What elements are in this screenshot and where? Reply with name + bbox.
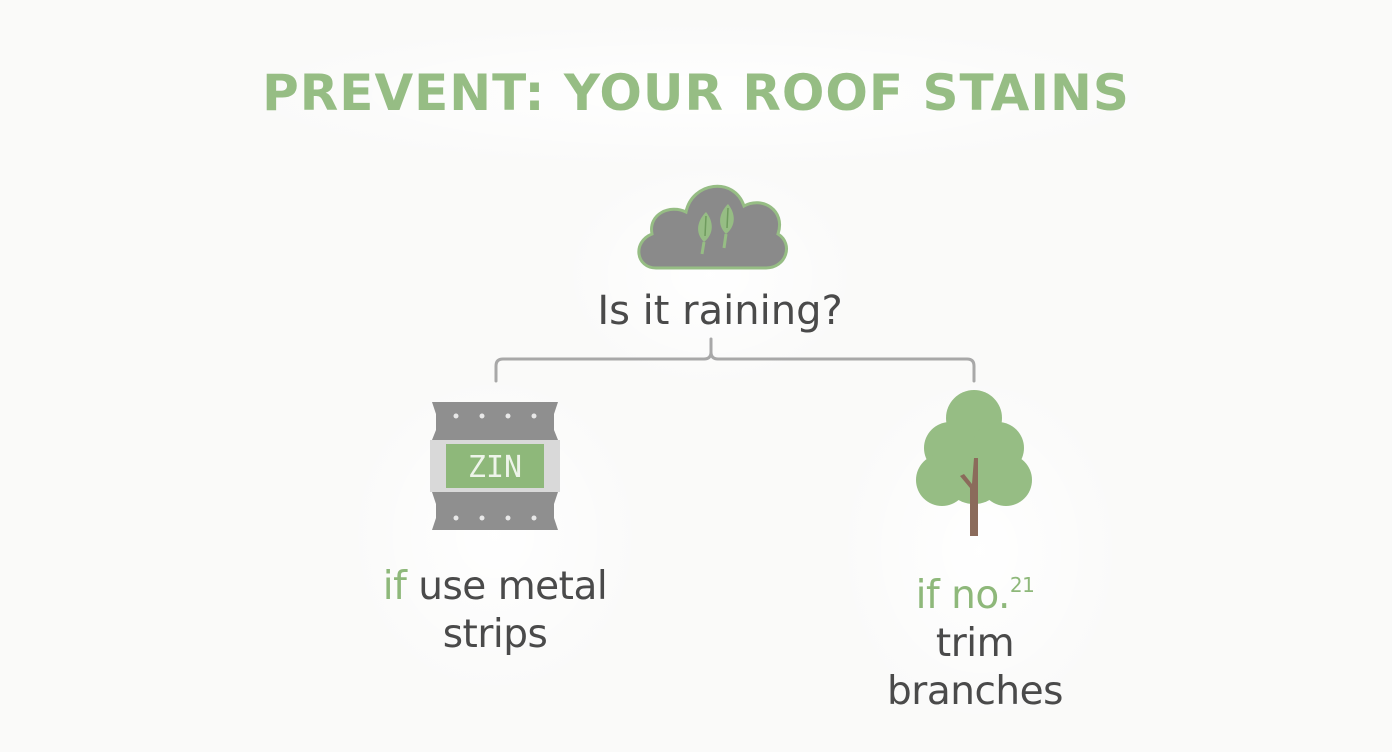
- right-branch-line2: branches: [887, 669, 1063, 714]
- left-branch-label: if use metal strips: [330, 563, 660, 659]
- left-branch-line1: if use metal: [330, 563, 660, 611]
- left-branch-action: use metal: [418, 564, 608, 609]
- left-branch-line2: strips: [442, 612, 548, 657]
- diagram-title: PREVENT: YOUR ROOF STAINS: [262, 64, 1130, 122]
- right-branch-label: if no.21 trim branches: [810, 561, 1140, 716]
- right-branch-superscript: 21: [1009, 573, 1035, 597]
- right-branch-prefix: if no.: [915, 573, 1011, 618]
- zinc-strip-icon: ZIN: [430, 402, 560, 530]
- left-branch-prefix: if: [382, 564, 407, 609]
- right-branch-line0: if no.21: [810, 561, 1140, 620]
- tree-icon: [916, 390, 1032, 536]
- zinc-strip-text: ZIN: [468, 450, 522, 485]
- cloud-with-leaves-icon: [637, 184, 788, 270]
- title-glow: [220, 20, 1180, 170]
- root-question: Is it raining?: [597, 288, 843, 334]
- right-branch-line1: trim: [935, 621, 1015, 666]
